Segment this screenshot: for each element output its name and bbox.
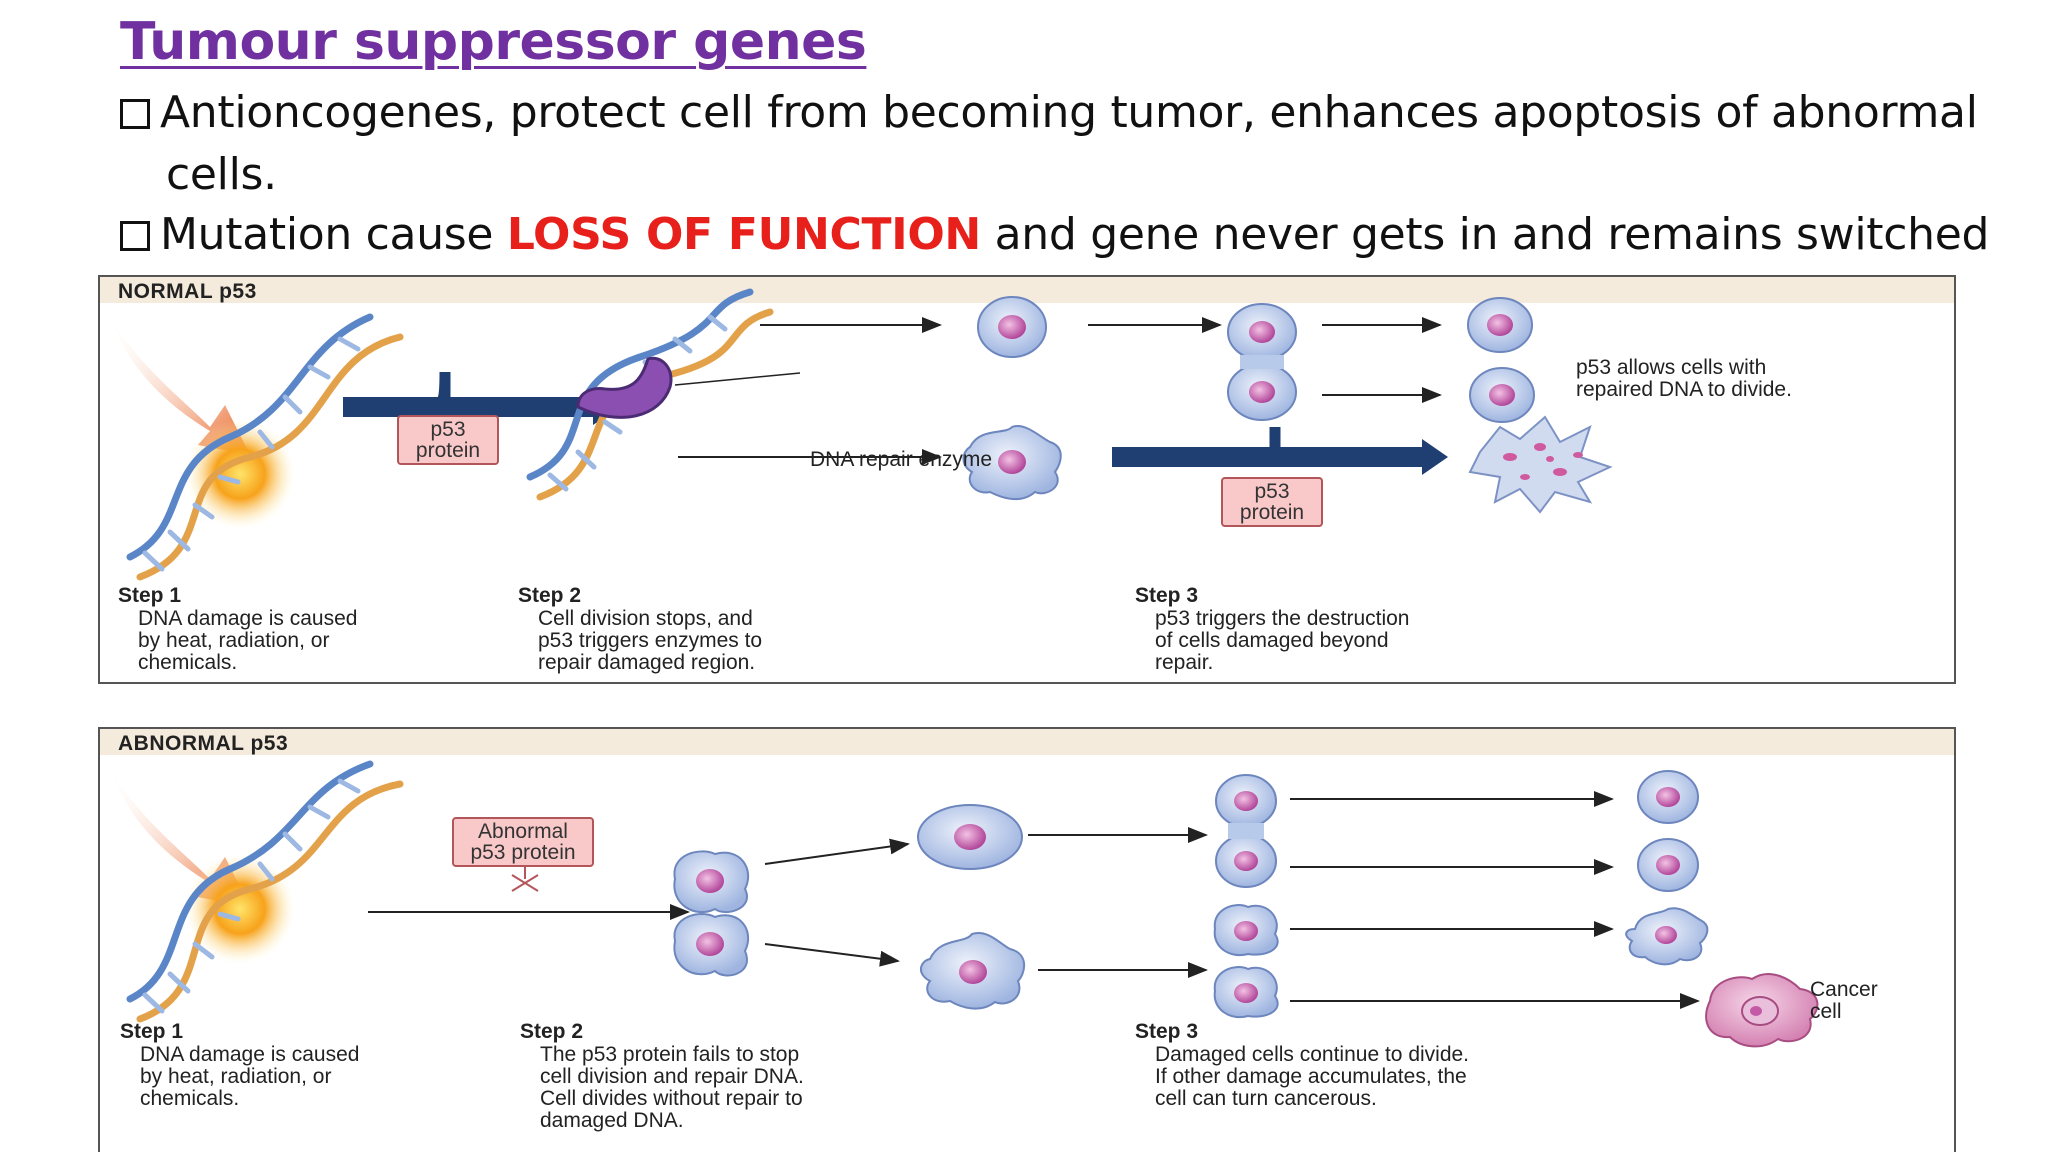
abnormal-step-2: Step 2 The p53 protein fails to stop cel… [520,1021,804,1132]
step-text: by heat, radiation, or [140,1065,332,1088]
abnormal-panel-title: ABNORMAL p53 [118,732,289,755]
normal-panel-title: NORMAL p53 [118,280,257,303]
step-text: cell can turn cancerous. [1155,1087,1377,1110]
dna-helix-icon [126,313,404,581]
divide-label-line: repaired DNA to divide. [1576,378,1792,401]
step-label: Step 3 [1135,1020,1199,1043]
dna-repair-enzyme-label: DNA repair enzyme [810,448,993,471]
step-text: Cell divides without repair to [540,1087,803,1110]
abnormal-step-1: Step 1 DNA damage is caused by heat, rad… [120,1021,359,1110]
heat-arrow-icon [110,317,250,455]
step-text: chemicals. [140,1087,240,1110]
step-label: Step 1 [118,584,182,607]
normal-p53-panel: NORMAL p53 [98,275,1956,684]
step-text: DNA damage is caused [138,607,358,630]
step-text: repair damaged region. [538,651,756,674]
step-label: Step 1 [120,1020,184,1043]
step-label: Step 3 [1135,584,1199,607]
normal-step-3: Step 3 p53 triggers the destruction of c… [1135,585,1409,674]
dividing-damaged-cell-icon [1213,904,1279,1019]
dna-repair-enzyme-icon [576,356,673,419]
cancer-label-line: cell [1810,1000,1842,1023]
destroyed-cell-icon [1468,415,1613,514]
dividing-cell-icon [1215,774,1277,888]
normal-panel-header: NORMAL p53 [100,277,1954,303]
tag-line: Abnormal [478,820,568,843]
bullet-antioncogenes: Antioncogenes, protect cell from becomin… [120,82,1978,206]
dividing-cell-icon [1227,303,1297,421]
abnormal-p53-diagram [110,760,1819,1048]
step-text: The p53 protein fails to stop [540,1043,800,1066]
cancer-label-line: Cancer [1810,978,1878,1001]
slide-title: Tumour suppressor genes [120,12,867,72]
dividing-cell-icon [673,850,750,977]
step-text: by heat, radiation, or [138,629,330,652]
checkbox-bullet-icon [120,221,150,251]
tag-line: p53 [430,418,466,441]
normal-p53-diagram [110,288,1613,581]
abnormal-p53-panel: ABNORMAL p53 [98,727,1956,1152]
step-text: Cell division stops, and [538,607,753,630]
bullet-1-line-1: Antioncogenes, protect cell from becomin… [160,87,1978,138]
dna-helix-icon [126,760,404,1023]
tag-line: protein [1239,501,1305,524]
step-text: p53 triggers the destruction [1155,607,1410,630]
checkbox-bullet-icon [120,99,150,129]
step-text: If other damage accumulates, the [1155,1065,1467,1088]
tag-line: p53 protein [470,841,576,864]
step-text: repair. [1155,651,1214,674]
normal-step-2: Step 2 Cell division stops, and p53 trig… [518,585,762,674]
step-label: Step 2 [520,1020,584,1043]
step-text: DNA damage is caused [140,1043,360,1066]
step-text: p53 triggers enzymes to [538,629,763,652]
step-text: Damaged cells continue to divide. [1155,1043,1470,1066]
step-text: of cells damaged beyond [1155,629,1389,652]
bullet-2-prefix: Mutation cause [160,209,507,260]
tag-line: p53 [1254,480,1290,503]
bullet-1-line-2: cells. [166,149,277,200]
abnormal-panel-header: ABNORMAL p53 [100,729,1954,755]
divide-label-line: p53 allows cells with [1576,356,1767,379]
step-text: chemicals. [138,651,238,674]
step-text: damaged DNA. [540,1109,684,1132]
x-mark-icon [511,874,539,892]
normal-step-1: Step 1 DNA damage is caused by heat, rad… [118,585,357,674]
abnormal-step-3: Step 3 Damaged cells continue to divide.… [1135,1021,1469,1110]
step-label: Step 2 [518,584,582,607]
tag-line: protein [415,439,481,462]
bullet-2-highlight: LOSS OF FUNCTION [506,209,981,260]
step-text: cell division and repair DNA. [540,1065,804,1088]
